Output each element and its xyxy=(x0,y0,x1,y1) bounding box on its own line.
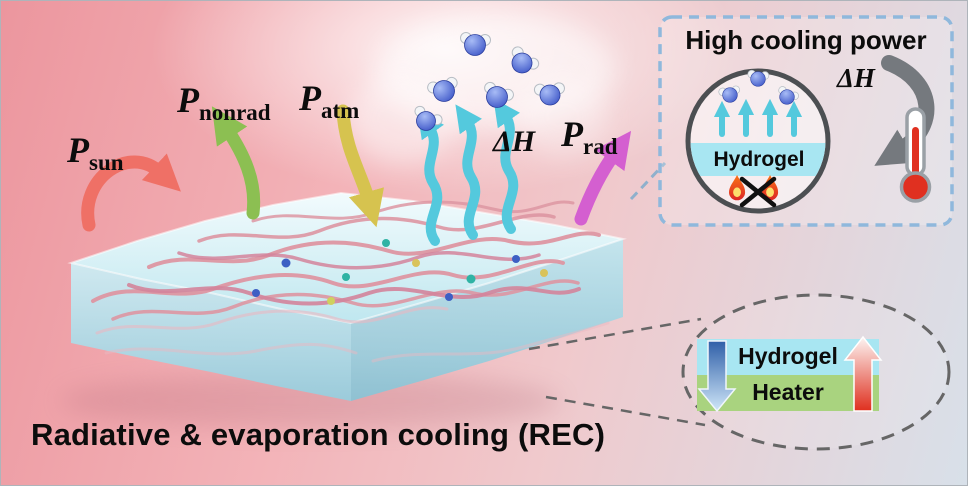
p-rad-symbol: P xyxy=(561,114,583,154)
evaporation-arrows xyxy=(417,98,520,246)
p-nonrad-subscript: nonrad xyxy=(199,100,271,126)
label-p-rad: Prad xyxy=(561,113,618,160)
label-p-atm: Patm xyxy=(299,77,359,124)
inset-hydrogel-bar xyxy=(690,143,826,176)
inset-hydrogel-heater xyxy=(697,335,883,413)
hydrogel-block xyxy=(67,191,627,401)
inset-water-molecules xyxy=(718,69,799,105)
rad-arrow xyxy=(574,130,632,226)
inset-hydrogel-label: Hydrogel xyxy=(713,148,805,171)
hydrogel-bar-label: Hydrogel xyxy=(738,343,838,369)
water-molecules xyxy=(414,32,565,131)
inset-connector-line xyxy=(629,161,667,201)
inset-delta-h-label: ΔH xyxy=(837,63,875,93)
heater-bar-label: Heater xyxy=(752,379,824,405)
label-p-sun: Psun xyxy=(67,129,124,176)
p-rad-subscript: rad xyxy=(583,134,618,160)
block-shadow xyxy=(61,373,561,429)
main-title: Radiative & evaporation cooling (REC) xyxy=(31,417,606,452)
embedded-particles xyxy=(252,239,548,305)
inset-title: High cooling power xyxy=(685,25,927,55)
p-sun-subscript: sun xyxy=(89,150,124,176)
flame-icon xyxy=(729,175,746,201)
p-atm-subscript: atm xyxy=(321,98,360,124)
heat-arrow-icon xyxy=(843,335,883,412)
flame-icon xyxy=(762,175,779,201)
p-sun-symbol: P xyxy=(67,130,89,170)
sun-arrow xyxy=(81,153,181,232)
nonrad-arrow xyxy=(211,106,261,220)
p-atm-symbol: P xyxy=(299,78,321,118)
no-heating-cross-icon xyxy=(739,176,777,208)
magnifier-connector xyxy=(528,317,706,427)
atm-arrow xyxy=(336,104,384,228)
p-nonrad-symbol: P xyxy=(177,80,199,120)
label-p-nonrad: Pnonrad xyxy=(177,79,271,126)
cool-arrow-icon xyxy=(697,340,737,413)
inset-high-cooling-power xyxy=(658,15,954,227)
inset-evaporation-arrows xyxy=(713,98,803,137)
thermometer-icon xyxy=(899,107,932,203)
label-delta-h: ΔH xyxy=(493,125,536,158)
